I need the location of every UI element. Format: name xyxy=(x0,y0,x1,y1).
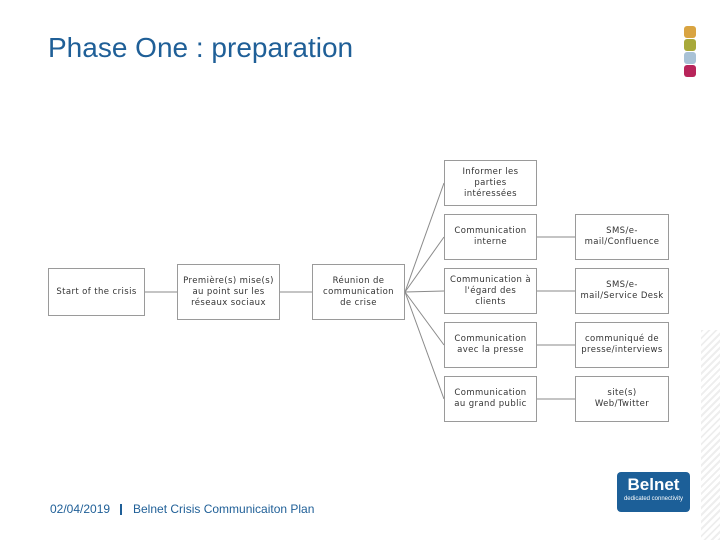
logo-name: Belnet xyxy=(627,475,680,494)
connector-meeting-to-press xyxy=(404,291,445,346)
node-internal-communication: Communication interne xyxy=(444,214,537,260)
connector-meeting-to-clients xyxy=(404,290,445,293)
node-press-communication: Communication avec la presse xyxy=(444,322,537,368)
node-start-of-crisis: Start of the crisis xyxy=(48,268,145,316)
connector-meeting-to-inform xyxy=(404,182,445,293)
node-public-communication: Communication au grand public xyxy=(444,376,537,422)
deco-square-lightblue xyxy=(684,52,696,64)
decorative-pattern-strip xyxy=(701,330,720,540)
footer-title: Belnet Crisis Communicaiton Plan xyxy=(133,502,315,516)
decorative-color-squares xyxy=(684,26,698,78)
belnet-logo: Belnet dedicated connectivity xyxy=(617,472,690,512)
node-crisis-meeting: Réunion de communication de crise xyxy=(312,264,405,320)
node-inform-stakeholders: Informer les parties intéressées xyxy=(444,160,537,206)
deco-square-orange xyxy=(684,26,696,38)
node-public-channel: site(s) Web/Twitter xyxy=(575,376,669,422)
node-client-channel: SMS/e-mail/Service Desk xyxy=(575,268,669,314)
deco-square-olive xyxy=(684,39,696,51)
node-internal-channel: SMS/e-mail/Confluence xyxy=(575,214,669,260)
footer-separator xyxy=(120,504,122,515)
connector-meeting-to-public xyxy=(404,291,445,400)
slide-title: Phase One : preparation xyxy=(48,32,354,63)
connector-meeting-to-internal xyxy=(404,236,445,293)
node-press-channel: communiqué de presse/interviews xyxy=(575,322,669,368)
logo-tagline: dedicated connectivity xyxy=(623,496,684,502)
node-first-social-media-post: Première(s) mise(s) au point sur les rés… xyxy=(177,264,280,320)
node-client-communication: Communication à l'égard des clients xyxy=(444,268,537,314)
deco-square-magenta xyxy=(684,65,696,77)
footer-date: 02/04/2019 xyxy=(50,502,111,516)
